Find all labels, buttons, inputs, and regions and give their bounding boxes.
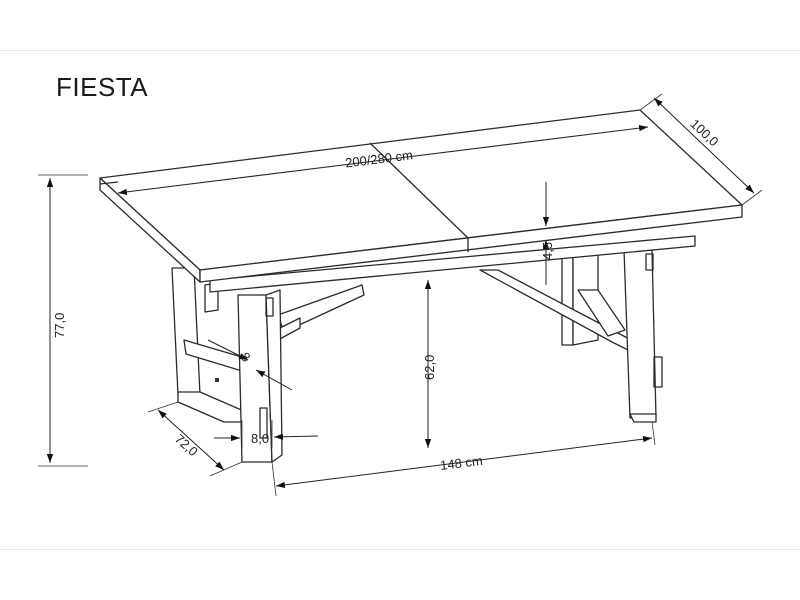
left-foot xyxy=(177,391,247,423)
table-illustration xyxy=(99,109,743,463)
dimension-lines xyxy=(38,93,763,497)
length-dimension-line xyxy=(117,124,649,196)
leg-depth-label: 72,0 xyxy=(172,431,201,459)
left-leg-slot-top xyxy=(265,297,274,317)
front-left-leg xyxy=(171,267,201,396)
right-leg-foot xyxy=(629,413,657,423)
depth-label: 100,0 xyxy=(687,116,721,149)
thickness-label: 4,5 xyxy=(540,242,555,260)
tabletop-front-edge xyxy=(199,204,743,283)
depth-dimension-line xyxy=(653,97,755,194)
leg-height-label: 62,0 xyxy=(422,355,437,380)
total-height-label: 77,0 xyxy=(52,313,67,338)
left-leg-slot xyxy=(259,407,268,439)
right-brace-joint xyxy=(577,289,626,337)
leg-width-label: 8,0 xyxy=(251,431,269,446)
right-leg-slot xyxy=(653,356,663,388)
right-leg-slot-top xyxy=(645,253,654,271)
apron xyxy=(209,235,696,293)
leg-spacing-dimension-line xyxy=(275,436,653,488)
bolt-hole xyxy=(215,378,219,382)
back-right-leg xyxy=(561,251,574,346)
leg-spacing-label: 148 cm xyxy=(439,453,483,473)
product-title: FIESTA xyxy=(56,72,149,102)
right-trestle-front-leg xyxy=(623,249,657,419)
drawing-frame xyxy=(0,50,800,550)
leg-depth-dimension-line xyxy=(157,409,225,471)
